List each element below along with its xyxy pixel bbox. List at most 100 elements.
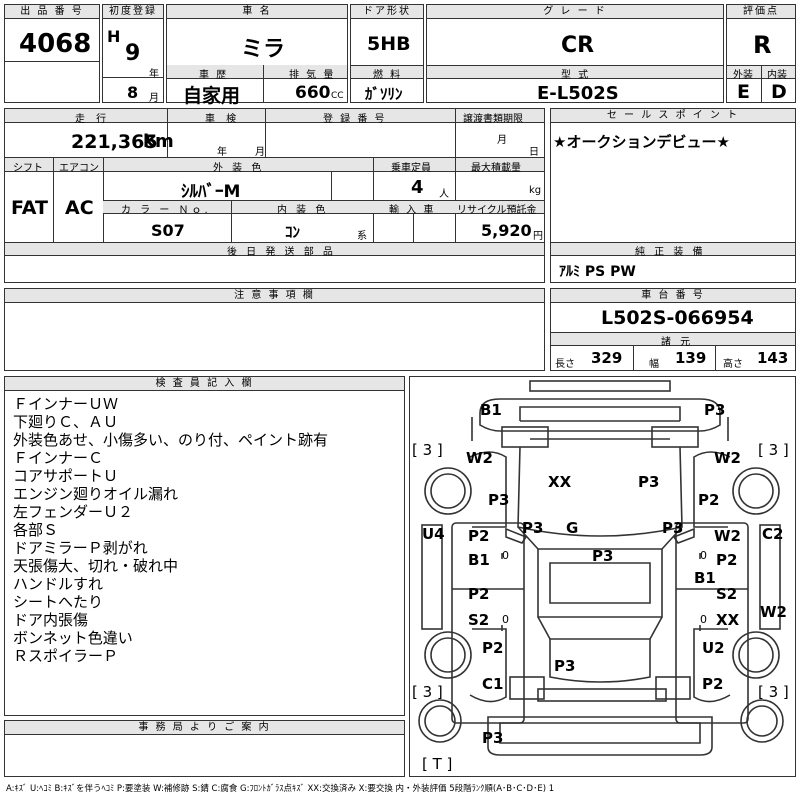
- notes-label: 注 意 事 項 欄: [5, 289, 544, 303]
- displacement-value: 660: [295, 83, 331, 103]
- mark-zero-r1: 0: [700, 549, 707, 562]
- later-parts-label: 後 日 発 送 部 品: [227, 247, 336, 258]
- mark-zero-l2: 0: [502, 613, 509, 626]
- sales-point-label: セ ー ル ス ポ イ ン ト: [551, 109, 795, 123]
- interior-label: 内装: [767, 70, 787, 81]
- seats-unit: 人: [439, 189, 449, 200]
- mark-p2-left-front-door: P2: [468, 527, 490, 545]
- seats-label: 乗車定員: [391, 163, 431, 174]
- mark-p2-left-quarter: P2: [482, 639, 504, 657]
- exterior-label: 外装: [733, 70, 753, 81]
- load-unit: kg: [529, 185, 542, 196]
- mileage-label: 走 行: [75, 114, 111, 125]
- score-label: 評価点: [727, 5, 795, 19]
- inspector-line: ドアミラーＰ剥がれ: [13, 539, 148, 557]
- shift-label: シフト: [13, 163, 43, 174]
- score-box: 評価点 R 外装 内装 E D: [726, 4, 796, 103]
- notes-box: 注 意 事 項 欄: [4, 288, 545, 371]
- exterior-color-value: ｼﾙﾊﾞｰM: [181, 182, 241, 202]
- inspector-line: シートへたり: [13, 593, 104, 611]
- score-value: R: [753, 31, 772, 59]
- office-label: 事 務 局 よ り ご 案 内: [5, 721, 404, 735]
- interior-color-unit: 系: [357, 231, 367, 242]
- inspector-line: 左フェンダーＵ２: [13, 503, 134, 521]
- mark-xx-hood: XX: [548, 473, 572, 491]
- car-outline: [418, 380, 784, 756]
- mark-c1-left-rear: C1: [482, 675, 504, 693]
- car-diagram: B1 P3 [ 3 ] [ 3 ] W2 W2 XX P3 P3 P2 U4 C…: [409, 376, 796, 777]
- office-box: 事 務 局 よ り ご 案 内: [4, 720, 405, 777]
- recycle-unit: 円: [533, 231, 543, 242]
- recycle-value: 5,920: [481, 221, 532, 240]
- mark-p2-right-rear: P2: [702, 675, 724, 693]
- inspection-year-unit: 年: [217, 147, 227, 158]
- mark-w2-right-front-door: W2: [714, 527, 741, 545]
- mark-zero-l1: 0: [502, 549, 509, 562]
- inspector-line: ＦインナーＵＷ: [13, 395, 119, 413]
- mark-u4-left: U4: [422, 525, 445, 543]
- mark-p3-trunk: P3: [554, 657, 576, 675]
- mark-zero-r2: 0: [700, 613, 707, 626]
- inspector-line: コアサポートＵ: [13, 467, 119, 485]
- inspector-line: 天張傷大、切れ・破れ中: [13, 557, 179, 575]
- mark-xx-right-rear-door: XX: [716, 611, 740, 629]
- grade-value: CR: [561, 33, 595, 58]
- mark-p3-hood: P3: [638, 473, 660, 491]
- mileage-value: 221,365: [71, 131, 158, 153]
- color-number-value: S07: [151, 221, 185, 240]
- mark-p3-left-pillar: P3: [522, 519, 544, 537]
- door-box: ドア形状 5HB 燃 料 ｶﾞｿﾘﾝ: [350, 4, 424, 103]
- width-label: 幅: [649, 359, 659, 370]
- mark-u2-right-quarter: U2: [702, 639, 725, 657]
- inspector-line: ＦインナーＣ: [13, 449, 104, 467]
- mark-g-glass: G: [566, 519, 579, 537]
- year-unit: 年: [149, 69, 159, 80]
- mark-b1-top: B1: [480, 401, 502, 419]
- mark-w2-right-rear: W2: [760, 603, 787, 621]
- grade-label: グ レ ー ド: [427, 5, 723, 19]
- history-value: 自家用: [183, 85, 241, 107]
- inspection-label: 車 検: [205, 114, 241, 125]
- tire-mark-rear-right: [ 3 ]: [758, 683, 789, 701]
- mark-s2-right-rear-door: S2: [716, 585, 738, 603]
- inspector-line: ボンネット色違い: [13, 629, 133, 647]
- mark-p2-left-rear-door: P2: [468, 585, 490, 603]
- lot-number: 4068: [19, 29, 92, 59]
- import-label: 輸 入 車: [389, 205, 436, 216]
- month-unit: 月: [149, 93, 159, 104]
- door-value: 5HB: [367, 33, 411, 55]
- grade-box: グ レ ー ド CR 型 式 E-L502S: [426, 4, 724, 104]
- first-registration-label: 初度登録: [103, 5, 163, 19]
- height-value: 143: [757, 349, 789, 367]
- length-label: 長さ: [555, 359, 575, 370]
- recycle-label: リサイクル預託金: [457, 205, 537, 216]
- fuel-label: 燃 料: [373, 70, 403, 81]
- inspection-month-unit: 月: [255, 147, 265, 158]
- ac-label: エアコン: [59, 163, 99, 174]
- interior-color-label: 内 装 色: [277, 205, 329, 216]
- color-number-label: カ ラ ー Ｎｏ.: [121, 205, 211, 216]
- exterior-grade: E: [737, 81, 750, 103]
- chassis-number: L502S-066954: [601, 307, 754, 329]
- chassis-label: 車 台 番 号: [551, 289, 795, 303]
- tire-mark-front-left: [ 3 ]: [412, 441, 443, 459]
- details-box: 走 行 車 検 登 録 番 号 譲渡書類期限 221,365 km 年 月 月 …: [4, 108, 545, 283]
- inspector-line: 外装色あせ、小傷多い、のり付、ペイント跡有: [13, 431, 329, 449]
- mark-p3-bumper: P3: [482, 729, 504, 747]
- tire-mark-rear-left: [ 3 ]: [412, 683, 443, 701]
- mark-p3-top: P3: [704, 401, 726, 419]
- car-name-label: 車 名: [167, 5, 347, 19]
- sales-point-text: ★オークションデビュー★: [553, 133, 730, 151]
- interior-color-value: ｺﾝ: [285, 223, 301, 241]
- mark-b1-left-front-door: B1: [468, 551, 490, 569]
- inspector-line: 各部Ｓ: [13, 521, 59, 539]
- first-registration-box: 初度登録 H 9 年 8 月: [102, 4, 164, 104]
- height-label: 高さ: [723, 359, 743, 370]
- legend: A:ｷｽﾞ U:ﾍｺﾐ B:ｷｽﾞを伴うﾍｺﾐ P:要塗装 W:補修跡 S:錆 …: [6, 784, 555, 794]
- shift-value: FAT: [11, 197, 48, 219]
- mark-p3-left-fender: P3: [488, 491, 510, 509]
- seats-value: 4: [411, 177, 424, 198]
- inspector-line: 下廻りＣ、ＡＵ: [13, 413, 119, 431]
- displacement-unit: CC: [331, 91, 344, 101]
